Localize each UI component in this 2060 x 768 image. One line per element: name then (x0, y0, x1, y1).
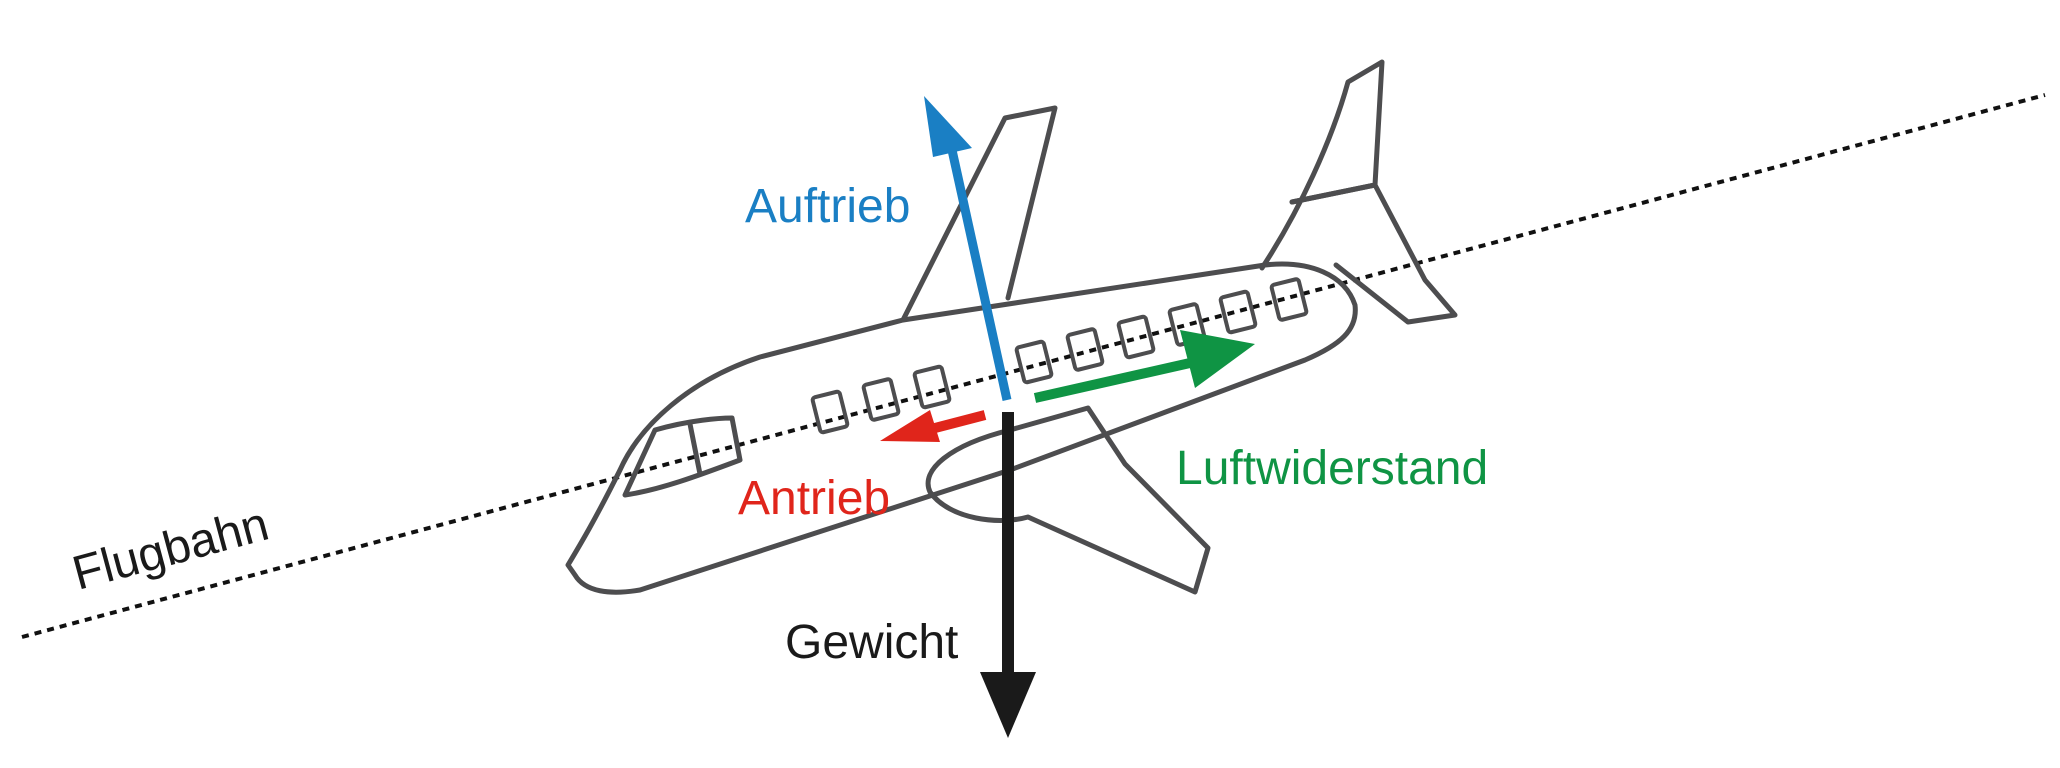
lift-arrow (924, 96, 1012, 401)
fuselage (565, 261, 1358, 595)
vertical-stabilizer (1259, 59, 1385, 271)
drag-label: Luftwiderstand (1176, 442, 1488, 495)
cockpit-windows (622, 415, 743, 498)
weight-arrow (980, 412, 1036, 738)
cabin-window (810, 389, 850, 435)
cabin-windows (810, 277, 1309, 435)
cabin-window (1269, 277, 1309, 322)
flight-path-label: Flugbahn (67, 498, 274, 601)
weight-label: Gewicht (785, 616, 958, 669)
thrust-label: Antrieb (738, 472, 890, 525)
cabin-window (1116, 314, 1156, 360)
horizontal-stabilizer (1289, 182, 1458, 325)
cabin-window (1014, 339, 1054, 385)
main-wing (925, 405, 1211, 595)
upper-wing (900, 105, 1058, 323)
flight-path-line (21, 93, 2046, 639)
cabin-window (1065, 327, 1105, 372)
airplane-outline (565, 59, 1458, 595)
drag-arrow (1033, 330, 1255, 403)
thrust-arrow (880, 410, 987, 442)
lift-label: Auftrieb (745, 180, 910, 233)
cabin-window (861, 377, 901, 422)
cabin-window (1218, 289, 1258, 335)
cabin-window (912, 364, 952, 410)
